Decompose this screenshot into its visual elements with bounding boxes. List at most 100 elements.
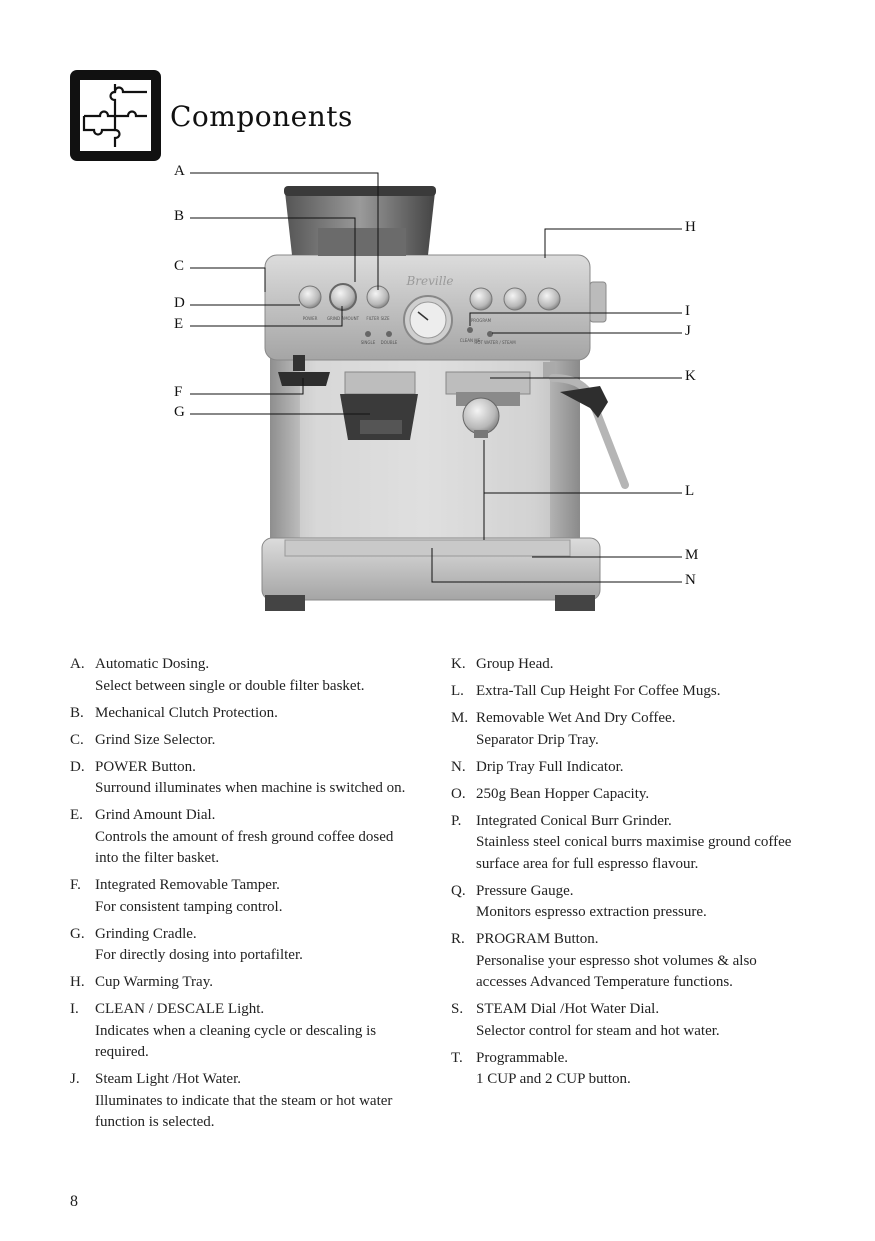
callout-l: L — [685, 483, 695, 499]
component-name: POWER Button. — [95, 758, 196, 775]
component-name: Extra-Tall Cup Height For Coffee Mugs. — [476, 683, 721, 699]
component-name: Removable Wet And Dry Coffee. — [476, 710, 676, 726]
component-description: Stainless steel conical burrs maximise g… — [476, 834, 792, 872]
component-item: D.POWER Button.Surround illuminates when… — [70, 757, 420, 800]
component-text: Grind Amount Dial.Controls the amount of… — [95, 805, 420, 870]
component-name: 250g Bean Hopper Capacity. — [476, 785, 650, 802]
component-description: 1 CUP and 2 CUP button. — [476, 1071, 631, 1087]
component-name: Integrated Removable Tamper. — [95, 877, 280, 893]
component-letter: L. — [451, 683, 464, 699]
espresso-machine-diagram: Breville POWER GRIND AMOUNT FILTER SIZE … — [190, 172, 682, 611]
component-item: M. Removable Wet And Dry Coffee. Separator… — [451, 708, 811, 751]
component-text: Drip Tray Full Indicator. — [476, 757, 811, 779]
callout-k: K — [685, 368, 696, 384]
component-letter: M. — [451, 710, 469, 726]
component-letter: F. — [70, 877, 81, 893]
callout-e: E — [174, 316, 184, 332]
svg-text:PROGRAM: PROGRAM — [471, 318, 492, 323]
component-description: For consistent tamping control. — [95, 898, 283, 915]
component-name: Integrated Conical Burr Grinder. — [476, 812, 672, 829]
component-text: Pressure Gauge. Monitors espresso extract… — [476, 881, 811, 924]
component-name: Cup Warming Tray. — [95, 974, 213, 990]
component-letter: R. — [451, 931, 465, 947]
component-letter: E. — [70, 807, 83, 823]
page-title: Components — [170, 100, 353, 133]
component-item: E. Grind Amount Dial.Controls the amount … — [70, 805, 420, 870]
component-text: Programmable. 1 CUP and 2 CUP button. — [476, 1048, 811, 1091]
component-item: O. 250g Bean Hopper Capacity. — [451, 784, 811, 806]
callout-h: H — [685, 219, 696, 235]
component-letter: O. — [451, 785, 466, 802]
component-letter: N. — [451, 758, 466, 775]
svg-text:SINGLE: SINGLE — [361, 340, 376, 345]
component-name: Programmable. — [476, 1049, 569, 1066]
brand-logo: Breville — [405, 274, 453, 288]
callout-d: D — [174, 295, 185, 311]
component-item: I.CLEAN / DESCALE Light.Indicates when a… — [70, 999, 420, 1064]
callout-n: N — [685, 572, 696, 588]
component-text: Automatic Dosing.Select between single o… — [95, 654, 420, 697]
component-description: Illuminates to indicate that the steam o… — [95, 1092, 393, 1131]
component-letter: T. — [451, 1049, 463, 1066]
component-letter: D. — [70, 758, 85, 775]
component-item: F. Integrated Removable Tamper. For consis… — [70, 875, 420, 918]
component-item: P. Integrated Conical Burr Grinder. Stainl… — [451, 811, 811, 876]
callout-j: J — [685, 323, 691, 339]
component-name: Mechanical Clutch Protection. — [95, 704, 278, 721]
component-item: S. STEAM Dial /Hot Water Dial.Selector co… — [451, 999, 811, 1042]
one-cup-button-graphic — [503, 287, 527, 311]
component-text: Integrated Conical Burr Grinder. Stainles… — [476, 811, 811, 876]
program-button-graphic — [469, 287, 493, 311]
component-name: Pressure Gauge. — [476, 882, 574, 899]
svg-text:POWER: POWER — [303, 316, 318, 321]
component-item: N. Drip Tray Full Indicator. — [451, 757, 811, 779]
callout-g: G — [174, 404, 185, 420]
component-letter: Q. — [451, 882, 466, 899]
component-description: For directly dosing into portafilter. — [95, 947, 303, 963]
component-letter: B. — [70, 704, 84, 721]
callout-c: C — [174, 258, 185, 274]
svg-text:GRIND AMOUNT: GRIND AMOUNT — [327, 316, 360, 321]
component-item: H. Cup Warming Tray. — [70, 972, 420, 994]
callout-b: B — [174, 208, 185, 224]
component-name: Grind Size Selector. — [95, 731, 216, 748]
component-name: CLEAN / DESCALE Light. — [95, 1001, 265, 1017]
component-text: Mechanical Clutch Protection. — [95, 703, 420, 725]
component-description: Indicates when a cleaning cycle or desca… — [95, 1022, 377, 1061]
component-description: Separator Drip Tray. — [476, 731, 599, 748]
callout-i: I — [685, 303, 690, 319]
component-item: B. Mechanical Clutch Protection. — [70, 703, 420, 725]
component-text: Group Head. — [476, 654, 811, 676]
component-item: J. Steam Light /Hot Water. Illuminates to … — [70, 1069, 420, 1134]
components-list-right: K.Group Head. L. Extra-Tall Cup Height For… — [451, 654, 811, 1096]
svg-text:CLEAN ME: CLEAN ME — [460, 338, 481, 343]
component-item: A.Automatic Dosing.Select between single… — [70, 654, 420, 697]
svg-text:DOUBLE: DOUBLE — [381, 340, 398, 345]
component-item: L. Extra-Tall Cup Height For Coffee Mugs. — [451, 681, 811, 703]
component-name: Steam Light /Hot Water. — [95, 1071, 241, 1087]
component-text: Removable Wet And Dry Coffee. Separator D… — [476, 708, 811, 751]
component-letter: H. — [70, 974, 85, 990]
component-item: T. Programmable. 1 CUP and 2 CUP button. — [451, 1048, 811, 1091]
callout-f: F — [174, 384, 183, 400]
component-description: Monitors espresso extraction pressure. — [476, 904, 707, 920]
component-text: PROGRAM Button.Personalise your espresso… — [476, 929, 811, 994]
svg-text:FILTER SIZE: FILTER SIZE — [366, 316, 390, 321]
component-description: Personalise your espresso shot volumes &… — [476, 952, 757, 991]
component-item: K.Group Head. — [451, 654, 811, 676]
component-name: Automatic Dosing. — [95, 656, 210, 672]
component-letter: S. — [451, 1001, 464, 1017]
component-description: Controls the amount of fresh ground coff… — [95, 828, 394, 867]
component-item: G.Grinding Cradle.For directly dosing in… — [70, 924, 420, 967]
component-text: Cup Warming Tray. — [95, 972, 420, 994]
component-text: STEAM Dial /Hot Water Dial.Selector cont… — [476, 999, 811, 1042]
two-cup-button-graphic — [537, 287, 561, 311]
component-item: Q. Pressure Gauge. Monitors espresso extra… — [451, 881, 811, 924]
component-letter: P. — [451, 812, 462, 829]
component-item: C.Grind Size Selector. — [70, 730, 420, 752]
component-text: 250g Bean Hopper Capacity. — [476, 784, 811, 806]
component-letter: J. — [70, 1071, 80, 1087]
puzzle-icon — [70, 70, 161, 161]
component-description: Selector control for steam and hot water… — [476, 1022, 720, 1039]
component-text: Grinding Cradle.For directly dosing into… — [95, 924, 420, 967]
